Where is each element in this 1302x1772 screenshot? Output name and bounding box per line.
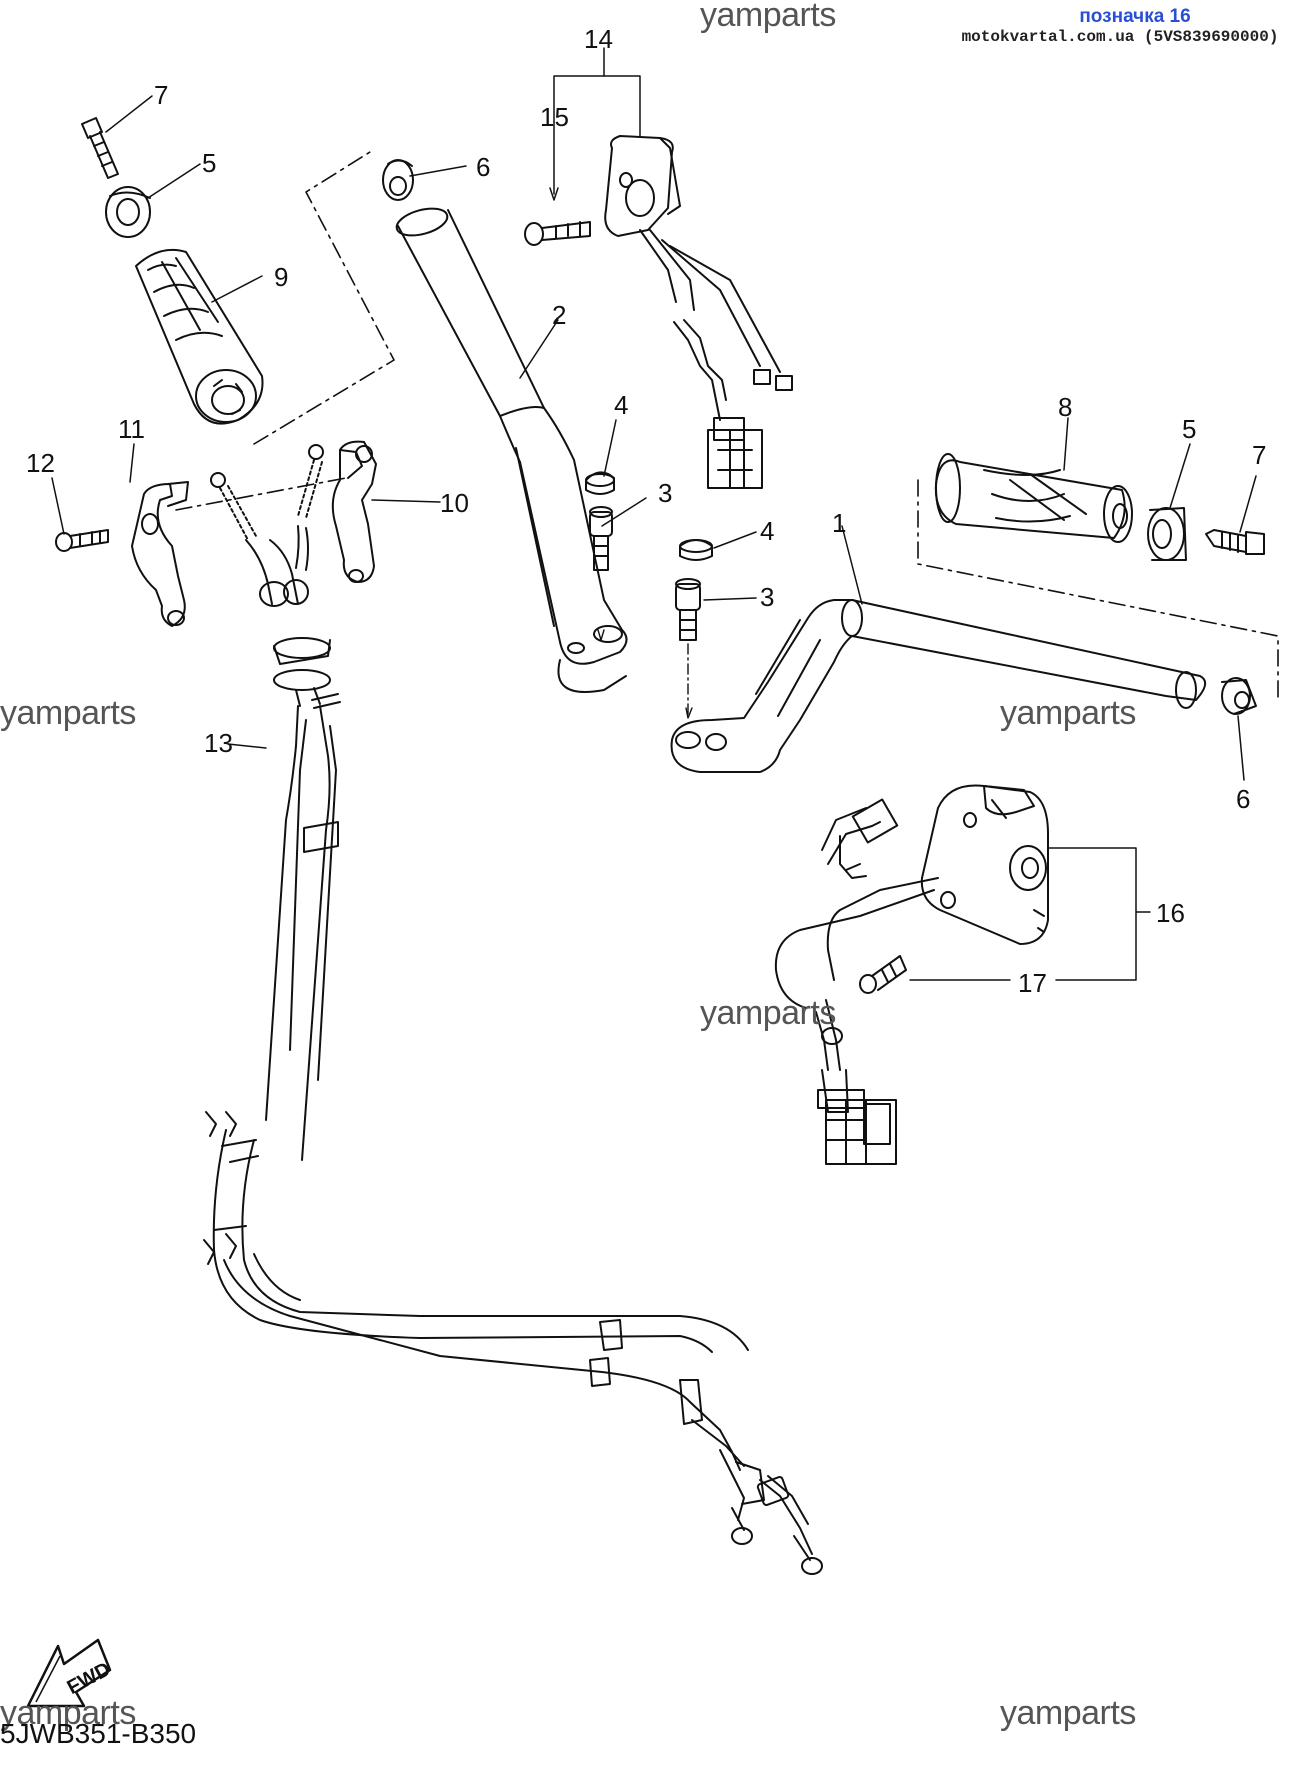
callout-5b: 5 [1182, 414, 1196, 444]
callout-4a: 4 [614, 390, 628, 420]
assembly-bracket-left [253, 151, 395, 445]
part-15-screw [524, 221, 591, 246]
part-6-right [1221, 677, 1257, 715]
part-2-handlebar-left [395, 207, 628, 693]
callout-5a: 5 [202, 148, 216, 178]
watermark-center: yamparts [700, 994, 836, 1032]
alignment-line-11-10 [175, 477, 347, 511]
callout-9: 9 [274, 262, 288, 292]
watermark-left: yamparts [0, 694, 136, 732]
watermark-top: yamparts [700, 0, 836, 34]
callout-17: 17 [1018, 968, 1047, 998]
cable-break-marks [203, 1111, 237, 1265]
callout-6b: 6 [1236, 784, 1250, 814]
callout-14: 14 [584, 24, 613, 54]
callout-7a: 7 [154, 80, 168, 110]
leader-lines [51, 47, 1257, 981]
callout-2: 2 [552, 300, 566, 330]
part-6-top [382, 159, 414, 201]
callout-16: 16 [1156, 898, 1185, 928]
part-10-holder-right [331, 440, 377, 583]
part-9-grip-left [135, 248, 264, 425]
watermark-right: yamparts [1000, 694, 1136, 732]
callout-4b: 4 [760, 516, 774, 546]
assembly-bracket-right [917, 479, 1279, 699]
callout-3a: 3 [658, 478, 672, 508]
part-7-bolt-right [1205, 529, 1265, 555]
callout-7b: 7 [1252, 440, 1266, 470]
diagram-code: 5JWB351-B350 [0, 1718, 197, 1749]
part-7-bolt-left [81, 117, 119, 179]
callout-6a: 6 [476, 152, 490, 182]
fwd-label: FWD [64, 1658, 115, 1699]
watermark-bottom-left: yamparts [0, 1694, 136, 1732]
cable-end-right [297, 444, 324, 519]
part-16-switch-right [774, 784, 1049, 1165]
callout-3b: 3 [760, 582, 774, 612]
callout-8: 8 [1058, 392, 1072, 422]
callout-10: 10 [440, 488, 469, 518]
part-14-switch-upper [604, 135, 793, 489]
part-11-holder-left [131, 481, 189, 627]
callout-1: 1 [832, 508, 846, 538]
part-5-left [105, 186, 151, 238]
arrow-3-lower [685, 707, 693, 719]
part-4-cap-lower [679, 539, 713, 561]
part-1-handlebar-right [670, 599, 1207, 773]
part-17-screw [859, 955, 907, 994]
reference-label: позначка 16 [1079, 6, 1191, 27]
cable-end-left [210, 472, 257, 541]
callout-11: 11 [118, 414, 145, 444]
part-4-cap-upper [585, 471, 615, 495]
part-13-throttle-cables [212, 525, 823, 1575]
callout-13: 13 [204, 728, 233, 758]
part-3-bolt-upper [589, 506, 613, 571]
arrow-3-upper [597, 629, 605, 641]
part-3-bolt-lower [675, 578, 701, 715]
part-8-grip-right [934, 453, 1133, 543]
callout-12: 12 [26, 448, 55, 478]
site-line: motokvartal.com.ua (5VS839690000) [961, 28, 1279, 46]
watermark-bottom-right: yamparts [1000, 1694, 1136, 1732]
callout-15: 15 [540, 102, 569, 132]
arrow-15 [549, 187, 559, 201]
part-5-right [1147, 507, 1187, 561]
